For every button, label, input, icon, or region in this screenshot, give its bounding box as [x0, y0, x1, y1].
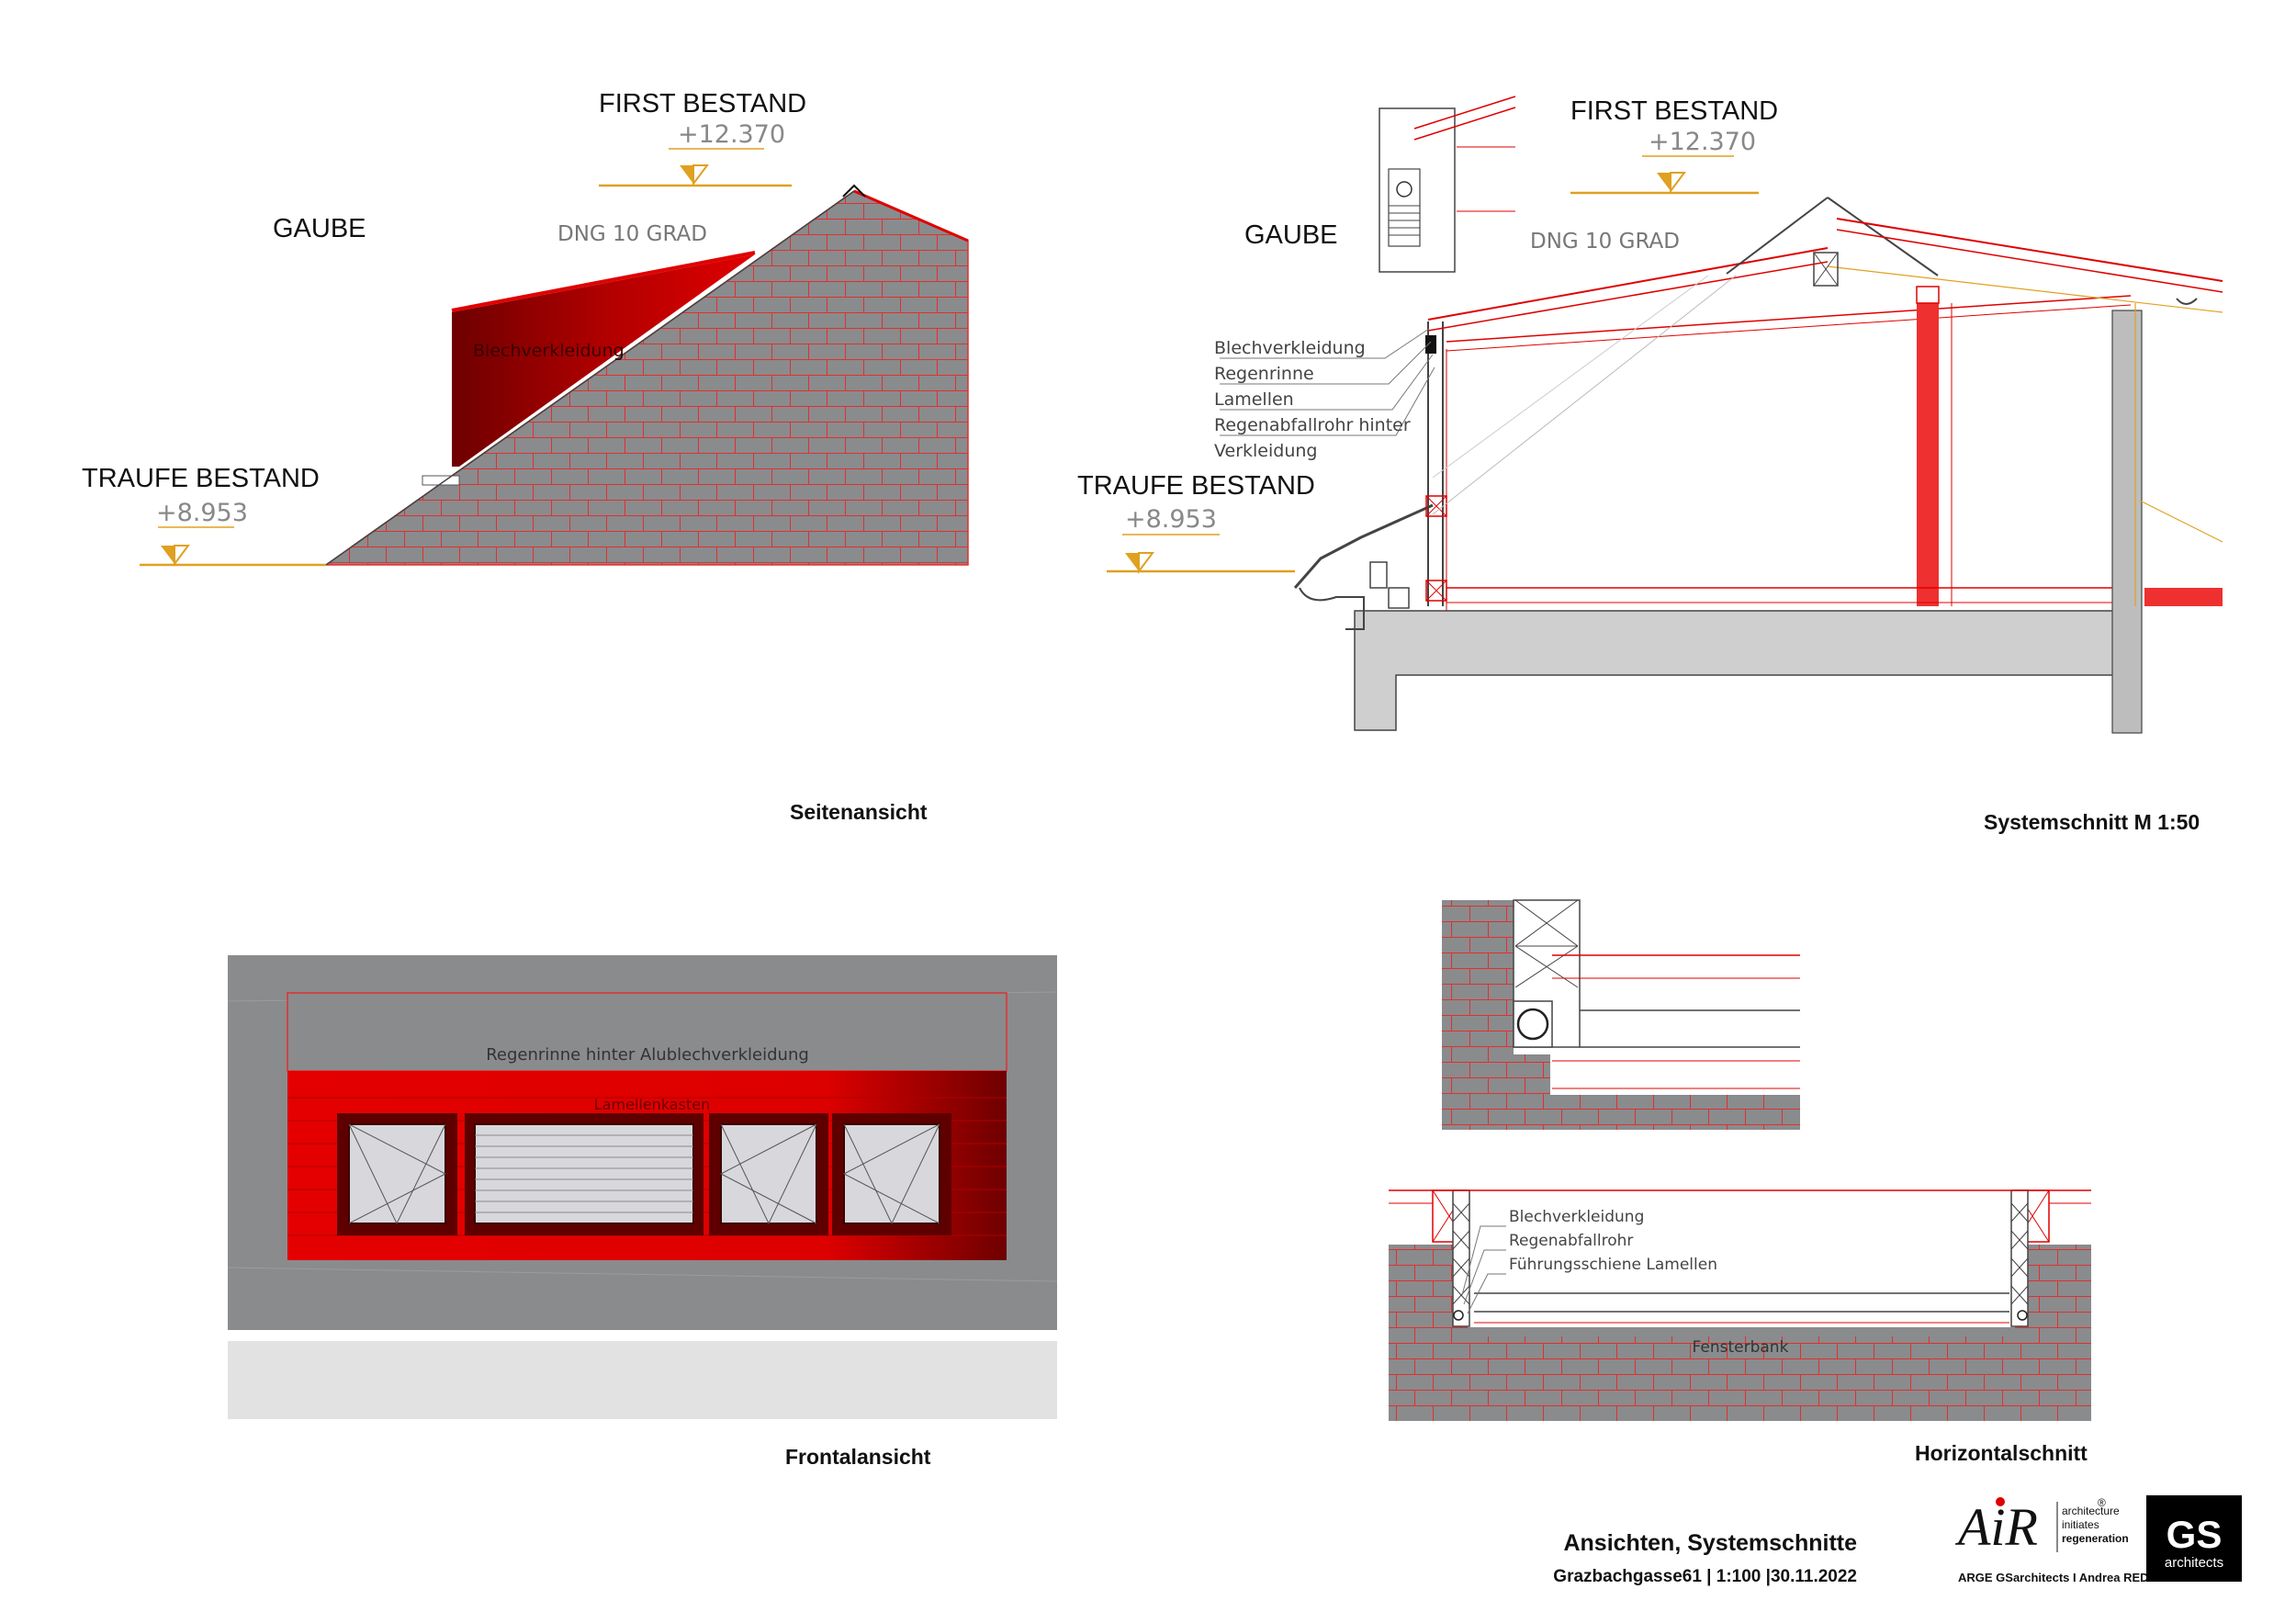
- first-level-value: +12.370: [1649, 128, 1756, 156]
- roof-detail: [1379, 96, 1516, 273]
- floor-slab: [1354, 610, 2141, 731]
- horizontalschnitt-view: Blechverkleidung Regenabfallrohr Führung…: [1389, 899, 2091, 1465]
- traufe-level-value: +8.953: [156, 499, 248, 527]
- traufe-level-value: +8.953: [1125, 505, 1217, 534]
- annotation-blechverkleidung: Blechverkleidung: [1214, 338, 1366, 358]
- annotation-lamellen: Lamellen: [1214, 389, 1294, 410]
- regenrinne-label: Regenrinne hinter Alublechverkleidung: [486, 1045, 809, 1065]
- annotation-regenabfallrohr: Regenabfallrohr: [1509, 1232, 1633, 1250]
- sheet-subtitle: Grazbachgasse61 | 1:100 |30.11.2022: [1553, 1567, 1857, 1586]
- air-tagline-3: regeneration: [2062, 1532, 2129, 1545]
- horizontal-detail: [1442, 899, 1800, 1130]
- traufe-bestand-label: TRAUFE BESTAND: [82, 464, 320, 493]
- frontalansicht-view: Regenrinne hinter Alublechverkleidung La…: [227, 955, 1058, 1469]
- window-left: [337, 1113, 457, 1235]
- window-middle-right: [709, 1113, 828, 1235]
- air-tagline-2: initiates: [2062, 1518, 2099, 1531]
- dormer-cladding: [452, 254, 755, 467]
- air-logo-mark: AiR: [1954, 1497, 2038, 1557]
- systemschnitt-view: FIRST BESTAND +12.370 GAUBE DNG 10 GRAD …: [1077, 96, 2223, 834]
- systemschnitt-title: Systemschnitt M 1:50: [1984, 810, 2200, 834]
- air-tagline-1: architecture: [2062, 1505, 2120, 1517]
- annotation-blechverkleidung: Blechverkleidung: [1509, 1208, 1644, 1226]
- annotation-verkleidung: Verkleidung: [1214, 441, 1317, 461]
- title-block: Ansichten, Systemschnitte Grazbachgasse6…: [1553, 1495, 2242, 1586]
- gaube-label: GAUBE: [1244, 220, 1338, 250]
- first-bestand-label: FIRST BESTAND: [1570, 96, 1778, 126]
- dng-label: DNG 10 GRAD: [1530, 230, 1680, 254]
- dng-label: DNG 10 GRAD: [557, 222, 707, 246]
- air-logo: AiR ® architecture initiates regeneratio…: [1954, 1496, 2152, 1584]
- sheet-title: Ansichten, Systemschnitte: [1563, 1530, 1857, 1556]
- arge-label: ARGE GSarchitects I Andrea REDI: [1958, 1571, 2152, 1584]
- lamellen-label: Lamellenkasten: [594, 1096, 710, 1113]
- frontalansicht-title: Frontalansicht: [785, 1445, 931, 1469]
- gaube-label: GAUBE: [273, 214, 366, 243]
- gs-logo-sub: architects: [2165, 1555, 2223, 1571]
- blech-label: Blechverkleidung: [473, 341, 625, 361]
- seitenansicht-title: Seitenansicht: [790, 800, 928, 824]
- gs-logo: GS architects: [2146, 1495, 2242, 1582]
- traufe-bestand-label: TRAUFE BESTAND: [1077, 471, 1315, 501]
- gs-logo-mark: GS: [2167, 1513, 2223, 1556]
- annotation-fuehrungsschiene: Führungsschiene Lamellen: [1509, 1256, 1717, 1274]
- window-right: [832, 1113, 951, 1235]
- fensterbank-label: Fensterbank: [1693, 1338, 1789, 1357]
- gutter-cladding: [287, 992, 1007, 1072]
- annotation-regenabfallrohr: Regenabfallrohr hinter: [1214, 415, 1411, 435]
- annotation-regenrinne: Regenrinne: [1214, 364, 1314, 384]
- seitenansicht-view: FIRST BESTAND +12.370 GAUBE DNG 10 GRAD …: [82, 89, 969, 824]
- first-bestand-label: FIRST BESTAND: [599, 89, 806, 118]
- air-registered: ®: [2098, 1496, 2106, 1509]
- horizontalschnitt-title: Horizontalschnitt: [1915, 1441, 2088, 1465]
- window-lamellen: [465, 1113, 703, 1235]
- first-level-value: +12.370: [678, 120, 785, 149]
- roof-brick-area: [323, 190, 969, 566]
